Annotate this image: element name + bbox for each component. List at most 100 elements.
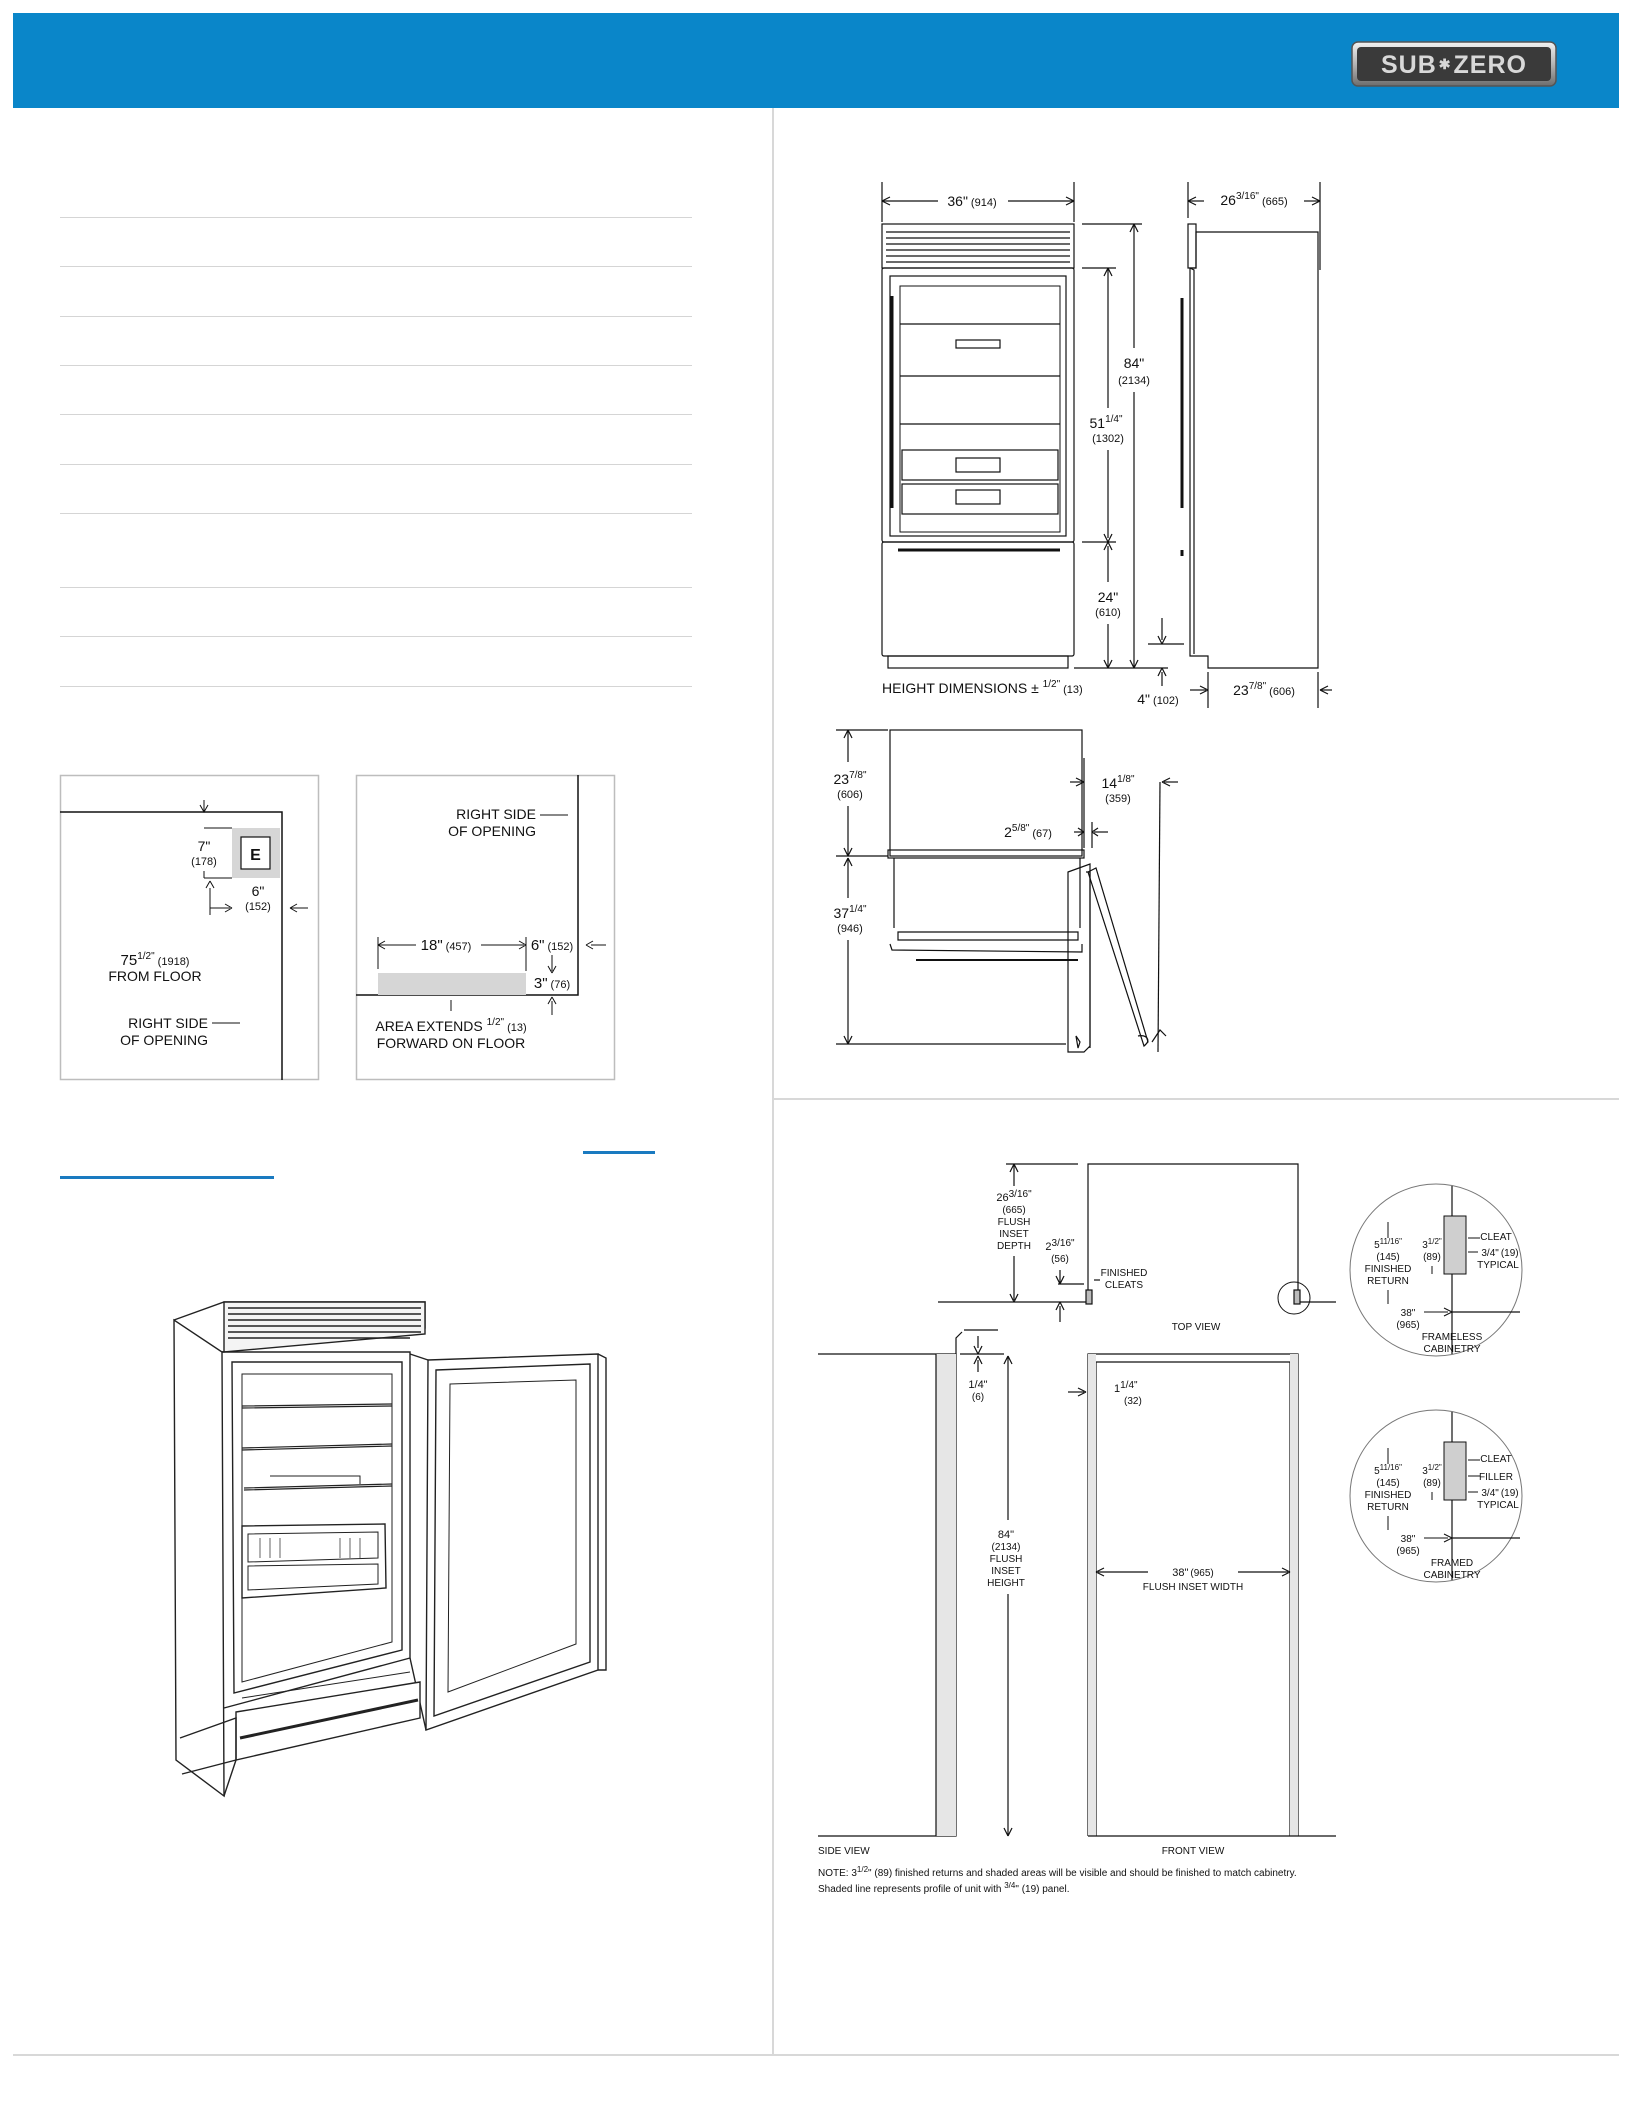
svg-text:11/4": 11/4" [1114, 1380, 1138, 1395]
flush-inset-diagram: 263/16" (665) FLUSH INSET DEPTH 23/16" (… [818, 1163, 1336, 1857]
svg-text:Shaded line represents profile: Shaded line represents profile of unit w… [818, 1881, 1070, 1895]
svg-text:AREA EXTENDS 1/2"(13): AREA EXTENDS 1/2"(13) [375, 1017, 526, 1034]
svg-text:FRONT VIEW: FRONT VIEW [1162, 1846, 1225, 1857]
svg-text:38"(965): 38"(965) [1172, 1567, 1214, 1579]
svg-text:263/16": 263/16" [996, 1189, 1032, 1204]
svg-text:3/4"(19): 3/4"(19) [1481, 1488, 1518, 1499]
svg-text:38": 38" [1401, 1308, 1416, 1319]
link-underline[interactable] [60, 1176, 274, 1179]
electrical-box-label: E [250, 847, 261, 864]
spec-row-rule [60, 316, 692, 317]
svg-text:18"(457): 18"(457) [421, 937, 472, 954]
svg-text:RETURN: RETURN [1367, 1502, 1409, 1513]
svg-text:(2134): (2134) [992, 1542, 1021, 1553]
svg-text:(1302): (1302) [1092, 433, 1124, 445]
column-divider [772, 108, 774, 2056]
flush-inset-note: NOTE: 31/2" (89) finished returns and sh… [818, 1865, 1297, 1895]
svg-text:141/8": 141/8" [1101, 774, 1134, 791]
svg-text:CABINETRY: CABINETRY [1423, 1570, 1480, 1581]
svg-text:511/16": 511/16" [1374, 1463, 1402, 1477]
spec-row-rule [60, 513, 692, 514]
svg-text:FLUSH: FLUSH [990, 1554, 1023, 1565]
svg-text:237/8": 237/8" [833, 770, 866, 787]
svg-text:RETURN: RETURN [1367, 1276, 1409, 1287]
svg-text:CABINETRY: CABINETRY [1423, 1344, 1480, 1355]
svg-text:(359): (359) [1105, 793, 1131, 805]
svg-text:751/2"(1918): 751/2"(1918) [121, 951, 190, 969]
svg-text:31/2": 31/2" [1422, 1237, 1442, 1251]
svg-text:(665): (665) [1002, 1205, 1025, 1216]
svg-text:(145): (145) [1376, 1252, 1399, 1263]
svg-text:25/8"(67): 25/8"(67) [1004, 823, 1052, 840]
svg-text:36"(914): 36"(914) [947, 193, 996, 209]
svg-text:(89): (89) [1423, 1478, 1441, 1489]
svg-text:HEIGHT: HEIGHT [987, 1578, 1025, 1589]
svg-text:RIGHT SIDE: RIGHT SIDE [128, 1015, 208, 1031]
svg-text:371/4": 371/4" [833, 904, 866, 921]
svg-text:OF OPENING: OF OPENING [120, 1032, 208, 1048]
product-isometric-drawing [173, 1301, 607, 1798]
link-underline[interactable] [583, 1151, 655, 1154]
svg-text:1/4": 1/4" [968, 1379, 987, 1391]
svg-text:FINISHED: FINISHED [1101, 1268, 1148, 1279]
water-supply-diagram: RIGHT SIDE OF OPENING 18"(457) 6"(152) 3… [355, 774, 616, 1081]
svg-text:3"(76): 3"(76) [534, 975, 570, 992]
section-divider [774, 1098, 1619, 1100]
svg-text:FORWARD ON FLOOR: FORWARD ON FLOOR [377, 1035, 526, 1051]
door-swing-diagram: 237/8" (606) 371/4" (946) 141/8" (359) 2… [833, 729, 1178, 1053]
svg-text:511/4": 511/4" [1089, 414, 1122, 431]
svg-text:(152): (152) [245, 901, 271, 913]
svg-text:CLEAT: CLEAT [1480, 1232, 1512, 1243]
svg-text:(145): (145) [1376, 1478, 1399, 1489]
spec-row-rule [60, 587, 692, 588]
svg-text:TYPICAL: TYPICAL [1477, 1500, 1519, 1511]
svg-text:(56): (56) [1051, 1254, 1069, 1265]
framed-detail-diagram: 511/16" (145) FINISHED RETURN 31/2" (89)… [1349, 1409, 1523, 1583]
svg-text:263/16"(665): 263/16"(665) [1220, 191, 1287, 208]
svg-text:6": 6" [252, 883, 265, 899]
svg-text:FLUSH: FLUSH [998, 1217, 1031, 1228]
svg-text:38": 38" [1401, 1534, 1416, 1545]
svg-text:FRAMELESS: FRAMELESS [1422, 1332, 1483, 1343]
frameless-detail-diagram: 511/16" (145) FINISHED RETURN 31/2" (89)… [1349, 1183, 1523, 1357]
svg-text:3/4"(19): 3/4"(19) [1481, 1248, 1518, 1259]
svg-text:INSET: INSET [991, 1566, 1020, 1577]
footer-rule [13, 2054, 1619, 2056]
spec-row-rule [60, 365, 692, 366]
svg-text:(6): (6) [972, 1392, 984, 1403]
svg-text:(178): (178) [191, 856, 217, 868]
spec-row-rule [60, 636, 692, 637]
svg-text:(89): (89) [1423, 1252, 1441, 1263]
svg-text:31/2": 31/2" [1422, 1463, 1442, 1477]
svg-text:TOP VIEW: TOP VIEW [1172, 1322, 1221, 1333]
svg-text:FROM FLOOR: FROM FLOOR [108, 968, 201, 984]
svg-text:(32): (32) [1124, 1396, 1142, 1407]
spec-row-rule [60, 686, 692, 687]
svg-text:(965): (965) [1396, 1320, 1419, 1331]
spec-row-rule [60, 464, 692, 465]
svg-text:HEIGHT DIMENSIONS ± 1/2"(13): HEIGHT DIMENSIONS ± 1/2"(13) [882, 679, 1083, 696]
svg-text:SUB✱ZERO: SUB✱ZERO [1381, 51, 1527, 79]
svg-text:FRAMED: FRAMED [1431, 1558, 1473, 1569]
svg-text:DEPTH: DEPTH [997, 1241, 1031, 1252]
svg-text:INSET: INSET [999, 1229, 1028, 1240]
svg-text:CLEATS: CLEATS [1105, 1280, 1143, 1291]
svg-text:FLUSH INSET WIDTH: FLUSH INSET WIDTH [1143, 1582, 1243, 1593]
svg-text:SIDE VIEW: SIDE VIEW [818, 1846, 870, 1857]
svg-text:NOTE: 31/2" (89) finished retu: NOTE: 31/2" (89) finished returns and sh… [818, 1865, 1297, 1879]
electrical-location-diagram: E 7" (178) 6" (152) 751/2"(1918) FROM FL… [59, 774, 320, 1081]
svg-text:(606): (606) [837, 789, 863, 801]
svg-text:4"(102): 4"(102) [1137, 691, 1178, 707]
elevation-dimension-diagram: 36"(914) 263/16"(665) 84" (2134) 511/4" … [881, 182, 1332, 708]
svg-text:237/8"(606): 237/8"(606) [1233, 681, 1295, 698]
svg-text:23/16": 23/16" [1045, 1238, 1075, 1253]
svg-text:FILLER: FILLER [1479, 1472, 1513, 1483]
brand-header-bar: SUB✱ZERO [13, 13, 1619, 108]
svg-text:(946): (946) [837, 923, 863, 935]
spec-row-rule [60, 414, 692, 415]
svg-text:FINISHED: FINISHED [1365, 1264, 1412, 1275]
spec-row-rule [60, 217, 692, 218]
svg-text:(965): (965) [1396, 1546, 1419, 1557]
svg-text:84": 84" [998, 1529, 1014, 1541]
sub-zero-logo: SUB✱ZERO [1351, 41, 1557, 87]
